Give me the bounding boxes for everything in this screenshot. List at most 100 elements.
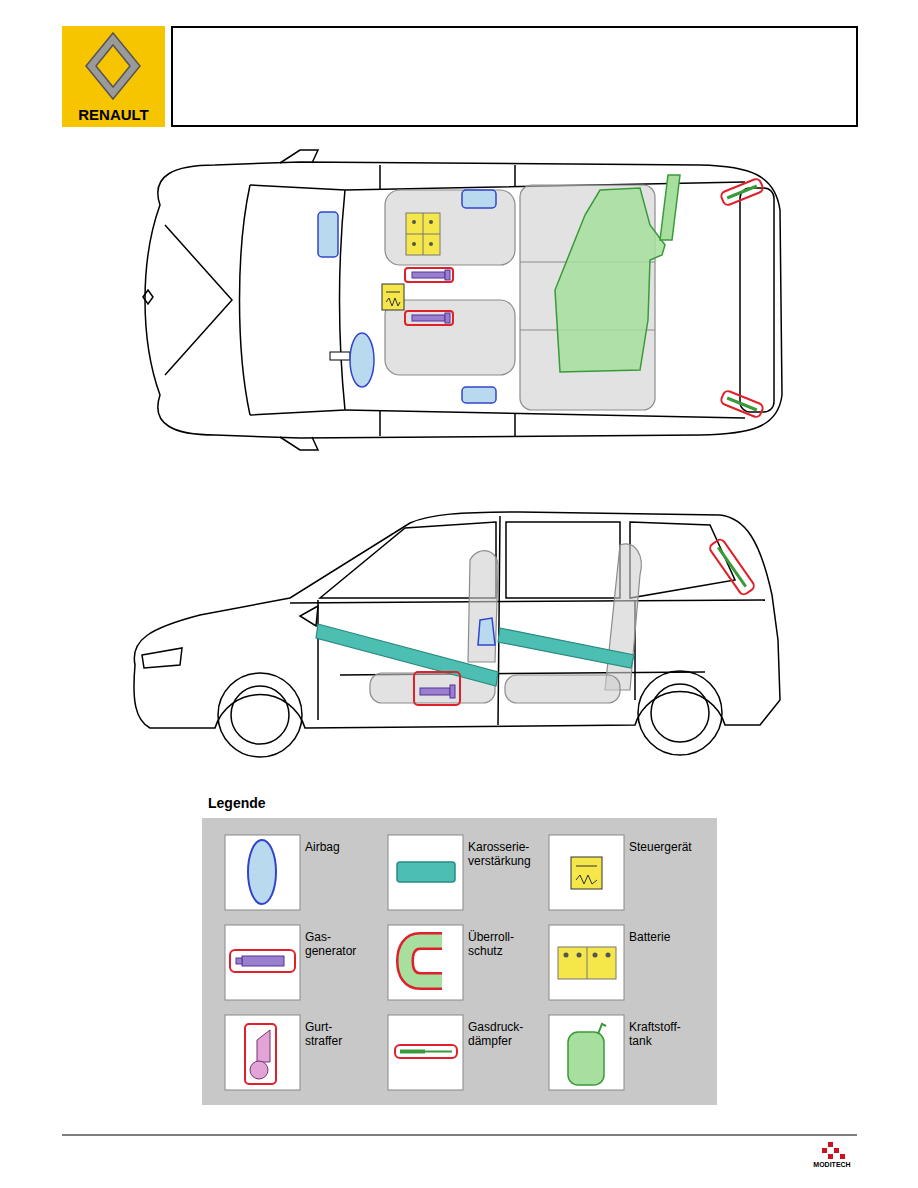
generator-end bbox=[450, 685, 455, 698]
badge bbox=[143, 290, 153, 304]
roof-edge bbox=[340, 190, 345, 410]
gas-generator bbox=[405, 311, 453, 325]
control-unit-symbol bbox=[576, 866, 597, 884]
damper-outline bbox=[708, 538, 756, 596]
airbag bbox=[318, 212, 338, 257]
logo-diamond-inner bbox=[96, 45, 130, 87]
brand-name: RENAULT bbox=[62, 106, 165, 124]
damper-rod bbox=[727, 398, 757, 410]
beltline bbox=[290, 600, 765, 603]
legend-cells bbox=[225, 835, 624, 1090]
legend-label: Gasdruck- dämpfer bbox=[468, 1020, 523, 1049]
gas-generator-icon bbox=[230, 950, 295, 972]
moditech-mark bbox=[822, 1142, 845, 1159]
legend-cell bbox=[549, 1015, 624, 1090]
legend-entry: Kraftstoff- tank bbox=[629, 1020, 681, 1049]
mark-square bbox=[840, 1154, 845, 1159]
gas-damper bbox=[708, 538, 756, 596]
airbag-icon bbox=[248, 840, 276, 904]
battery-pole bbox=[577, 953, 582, 958]
reinforcement-icon bbox=[397, 862, 455, 882]
control-unit-symbol bbox=[386, 292, 400, 306]
battery-pole bbox=[429, 242, 433, 246]
legend-cell bbox=[549, 925, 624, 1000]
airbag bbox=[462, 190, 496, 208]
battery-case bbox=[558, 947, 616, 979]
legend-entry: Überroll- schutz bbox=[468, 930, 514, 959]
mark-square bbox=[828, 1142, 833, 1147]
battery bbox=[406, 213, 440, 255]
mirror bbox=[280, 150, 318, 163]
damper-rod bbox=[718, 547, 746, 586]
battery-cells bbox=[406, 213, 440, 255]
door-line bbox=[380, 165, 515, 436]
airbag bbox=[462, 387, 496, 403]
control-unit-icon bbox=[571, 857, 602, 889]
damper-cylinder bbox=[400, 1050, 425, 1054]
generator-outline bbox=[405, 268, 453, 282]
legend-cell bbox=[225, 835, 300, 910]
legend-label: Überroll- schutz bbox=[468, 930, 514, 959]
legend-label: Steuergerät bbox=[629, 840, 692, 854]
seat bbox=[385, 190, 515, 265]
generator-outline bbox=[405, 311, 453, 325]
rim bbox=[651, 684, 709, 742]
mirror bbox=[300, 606, 318, 626]
legend-entry: Steuergerät bbox=[629, 840, 692, 854]
car-body bbox=[145, 162, 782, 438]
battery-cells bbox=[587, 947, 588, 979]
generator-end bbox=[445, 313, 450, 323]
car-top-view bbox=[143, 150, 782, 450]
tensioner-body bbox=[257, 1030, 270, 1062]
legend-entry: Karosserie- verstärkung bbox=[468, 840, 531, 869]
seat-cushion bbox=[505, 675, 620, 703]
seat bbox=[385, 300, 515, 375]
wheel bbox=[218, 673, 302, 757]
body-reinforcement bbox=[316, 624, 498, 686]
generator-body bbox=[420, 688, 450, 695]
generator-body bbox=[412, 272, 445, 278]
legend-title: Legende bbox=[208, 795, 266, 812]
legend-cell bbox=[388, 835, 463, 910]
hood-line bbox=[165, 225, 232, 375]
gas-generator bbox=[414, 672, 460, 705]
car-body bbox=[134, 512, 780, 728]
roll-bar bbox=[405, 941, 442, 981]
battery-pole bbox=[593, 953, 598, 958]
gas-damper bbox=[720, 178, 764, 207]
damper-outline bbox=[395, 1045, 457, 1058]
damper-rod bbox=[727, 186, 757, 198]
tensioner-outline bbox=[245, 1024, 276, 1084]
legend-cell bbox=[388, 925, 463, 1000]
legend-entry: Batterie bbox=[629, 930, 670, 944]
mirror bbox=[280, 437, 318, 450]
control-unit bbox=[382, 284, 404, 310]
generator-body bbox=[412, 315, 445, 321]
battery-pole bbox=[564, 953, 569, 958]
mark-square bbox=[828, 1154, 833, 1159]
rear-window bbox=[506, 522, 620, 598]
maker-mark: MODITECH bbox=[806, 1161, 858, 1169]
rear-window bbox=[740, 188, 774, 412]
rim bbox=[231, 686, 289, 744]
control-unit-case bbox=[382, 284, 404, 310]
battery-icon bbox=[558, 947, 616, 979]
mark-square bbox=[834, 1148, 839, 1153]
legend-entry: Gas- generator bbox=[305, 930, 356, 959]
tensioner-reel bbox=[250, 1061, 268, 1079]
legend-entry: Airbag bbox=[305, 840, 340, 854]
legend-label: Karosserie- verstärkung bbox=[468, 840, 531, 869]
door-line bbox=[318, 516, 635, 725]
battery-pole bbox=[606, 953, 611, 958]
tank-body bbox=[568, 1032, 604, 1085]
mark-square bbox=[822, 1148, 827, 1153]
wheel bbox=[638, 671, 722, 755]
legend-label: Gas- generator bbox=[305, 930, 356, 959]
airbag bbox=[350, 333, 374, 387]
gas-damper bbox=[720, 390, 764, 419]
damper-outline bbox=[720, 390, 764, 419]
battery-pole bbox=[429, 220, 433, 224]
a-pillar bbox=[250, 185, 345, 415]
